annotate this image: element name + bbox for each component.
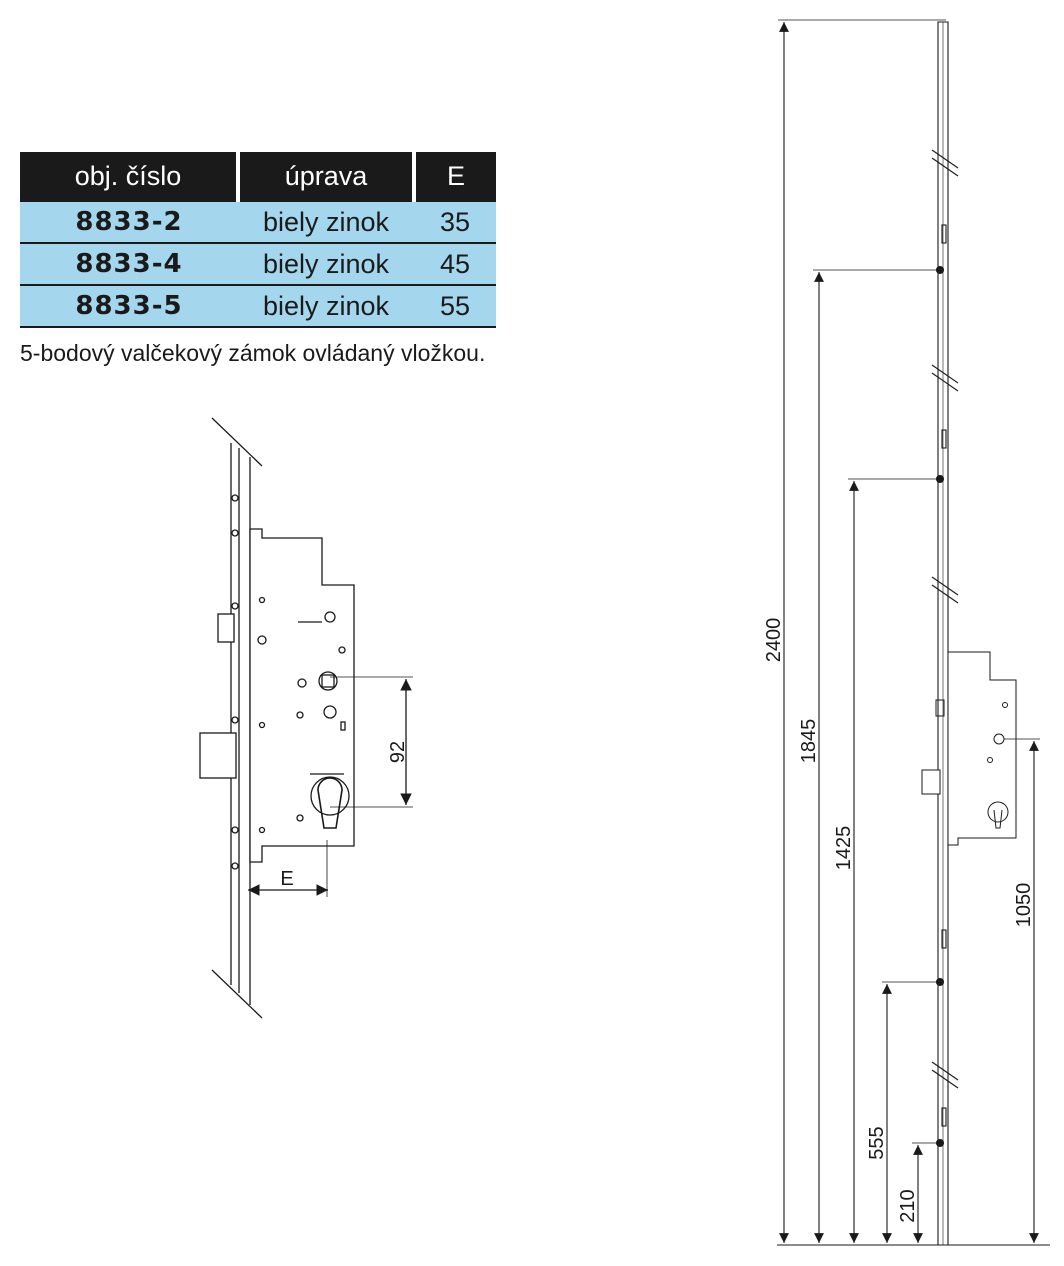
dim-2400-label: 2400 <box>763 618 785 663</box>
lock-overview-drawing <box>777 19 1050 1246</box>
overview-extension-lines <box>778 19 1040 1144</box>
dim-1425-label: 1425 <box>833 826 855 871</box>
dim-210-label: 210 <box>897 1189 919 1222</box>
dim-555-label: 555 <box>866 1126 888 1159</box>
header-order-number: obj. číslo <box>20 152 240 201</box>
latch <box>217 613 235 643</box>
mini-lock-case <box>921 651 1017 846</box>
header-finish: úprava <box>238 152 416 201</box>
dim-1845-label: 1845 <box>798 719 820 764</box>
finish-cell: biely zinok <box>238 242 414 285</box>
e-cell: 35 <box>414 200 496 243</box>
e-cell: 45 <box>414 242 496 285</box>
order-number-cell: 8833-5 <box>20 284 238 328</box>
dim-e-label: E <box>280 868 293 890</box>
lock-detail-drawing <box>199 417 413 1019</box>
table-row: 8833-4 biely zinok 45 <box>20 242 496 285</box>
deadbolt <box>199 732 237 779</box>
dim-1050-label: 1050 <box>1013 883 1035 928</box>
table-row: 8833-2 biely zinok 35 <box>20 200 496 243</box>
finish-cell: biely zinok <box>238 284 414 328</box>
dim-92-label: 92 <box>387 741 409 763</box>
finish-cell: biely zinok <box>238 200 414 243</box>
table-header-row: obj. číslo úprava E <box>20 152 496 201</box>
locking-bar <box>931 21 959 1246</box>
order-number-cell: 8833-4 <box>20 242 238 285</box>
table-row: 8833-5 biely zinok 55 <box>20 284 496 328</box>
product-caption: 5-bodový valčekový zámok ovládaný vložko… <box>20 340 486 366</box>
e-cell: 55 <box>414 284 496 328</box>
order-number-cell: 8833-2 <box>20 200 238 243</box>
header-e: E <box>414 152 496 201</box>
spec-table: obj. číslo úprava E 8833-2 biely zinok 3… <box>20 152 496 328</box>
